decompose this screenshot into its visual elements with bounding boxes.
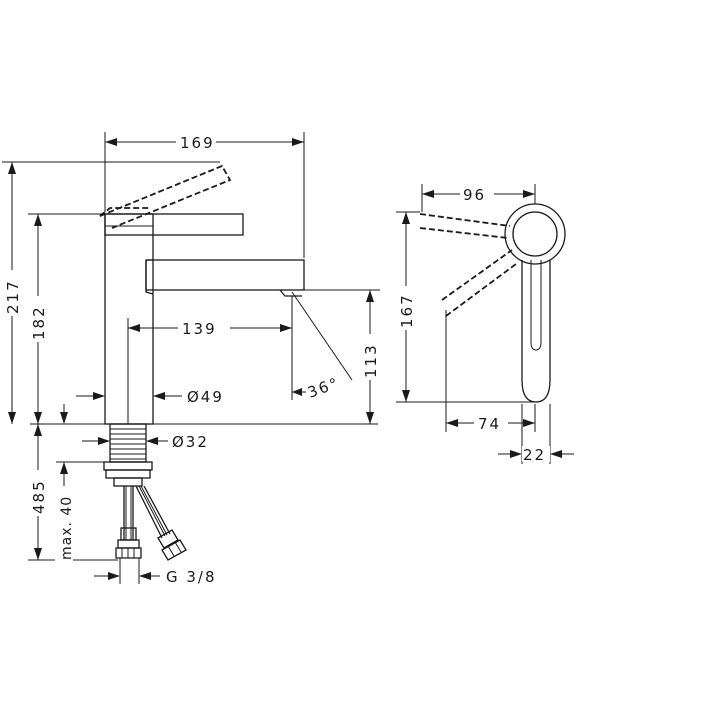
dim-spout-height: 113: [290, 289, 380, 424]
front-view: 169 217 182 139: [2, 132, 380, 586]
dim-side-depth-label: 74: [478, 415, 501, 433]
dim-spout-reach-label: 139: [182, 320, 217, 338]
threaded-shank: [109, 423, 147, 463]
angle-line: [291, 291, 353, 381]
dim-spout-reach: 139: [128, 296, 293, 400]
dim-front-width-label: 169: [180, 134, 215, 152]
dim-side-height-label: 167: [398, 293, 416, 328]
dim-side-width-label: 22: [523, 446, 546, 464]
dim-spout-height-label: 113: [362, 343, 380, 378]
dim-body-diameter-label: Ø49: [187, 388, 224, 406]
fixing-nut: [103, 461, 153, 487]
dim-max-thickness: max. 40: [55, 461, 104, 562]
dim-side-lever-depth: 96: [421, 184, 536, 212]
dim-side-lever-depth-label: 96: [463, 186, 486, 204]
deck-arrow: [60, 404, 68, 424]
dim-below-deck-label: 485: [30, 479, 48, 514]
connection-hoses: [115, 485, 187, 561]
dim-thread-diameter-label: Ø32: [172, 433, 209, 451]
lever-handle: [104, 213, 244, 236]
dim-angle: 36°: [292, 374, 342, 402]
dim-body-height: 182: [28, 213, 104, 424]
dim-body-diameter: Ø49: [76, 388, 224, 406]
dim-angle-label: 36°: [305, 374, 342, 402]
dim-below-deck: 485: [28, 424, 118, 561]
side-lever: [504, 203, 566, 403]
spout: [145, 259, 305, 297]
dim-total-height: 217: [2, 161, 220, 424]
dim-side-height: 167: [396, 211, 536, 403]
dim-front-width: 169: [104, 132, 305, 258]
dim-connection: G 3/8: [94, 558, 217, 586]
lever-open-position: [99, 164, 232, 229]
dim-thread-diameter: Ø32: [82, 433, 209, 451]
dim-side-width: 22: [498, 404, 574, 464]
side-view: 96 167 74: [396, 184, 574, 464]
dim-total-height-label: 217: [4, 279, 22, 314]
dim-body-height-label: 182: [30, 305, 48, 340]
side-lever-open-positions: [419, 213, 517, 317]
dim-side-depth: 74: [445, 310, 536, 433]
faucet-body: [104, 213, 154, 425]
dim-max-thickness-label: max. 40: [59, 496, 75, 560]
dim-connection-label: G 3/8: [166, 568, 217, 586]
